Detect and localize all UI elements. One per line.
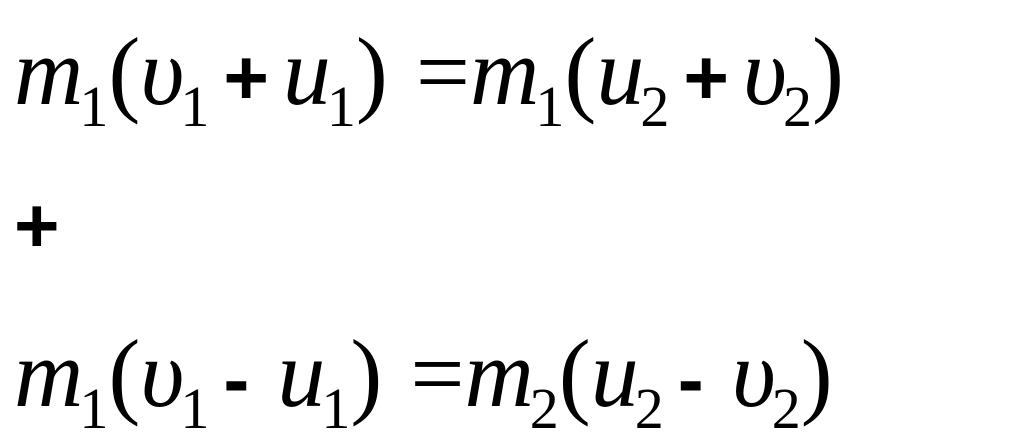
subscript: 1 [326,74,356,139]
left-paren: ( [558,320,591,427]
equation-line-1: m1(υ1+u1)=m1(u2+υ2) [14,24,844,136]
var-u: u [282,18,331,125]
equals-sign: = [410,320,465,427]
subscript: 2 [771,376,801,441]
minus-operator: - [677,335,704,423]
subscript: 1 [321,376,351,441]
var-u: u [277,320,326,427]
left-paren: ( [108,18,141,125]
subscript: 2 [634,376,664,441]
var-u: u [590,320,639,427]
subscript: 2 [782,74,812,139]
combine-operator-line: + [14,172,60,268]
var-v: υ [140,320,185,427]
equation-line-2: m1(υ1-u1)=m2(u2-υ2) [14,326,833,438]
right-paren: ) [800,320,833,427]
var-m: m [14,320,84,427]
equals-sign: = [415,18,471,125]
plus-operator: + [223,33,269,121]
var-v: υ [140,18,185,125]
left-paren: ( [564,18,597,125]
var-m: m [470,18,540,125]
var-m: m [14,18,84,125]
right-paren: ) [350,320,383,427]
subscript: 1 [79,376,109,441]
subscript: 1 [79,74,109,139]
subscript: 1 [535,74,565,139]
var-v: υ [742,18,787,125]
subscript: 2 [640,74,670,139]
right-paren: ) [355,18,388,125]
right-paren: ) [811,18,844,125]
var-m: m [464,320,534,427]
var-u: u [596,18,645,125]
subscript: 1 [180,74,210,139]
subscript: 1 [180,376,210,441]
var-v: υ [731,320,776,427]
minus-operator: - [223,335,250,423]
subscript: 2 [529,376,559,441]
plus-operator: + [14,181,60,269]
left-paren: ( [108,320,141,427]
plus-operator: + [683,33,729,121]
